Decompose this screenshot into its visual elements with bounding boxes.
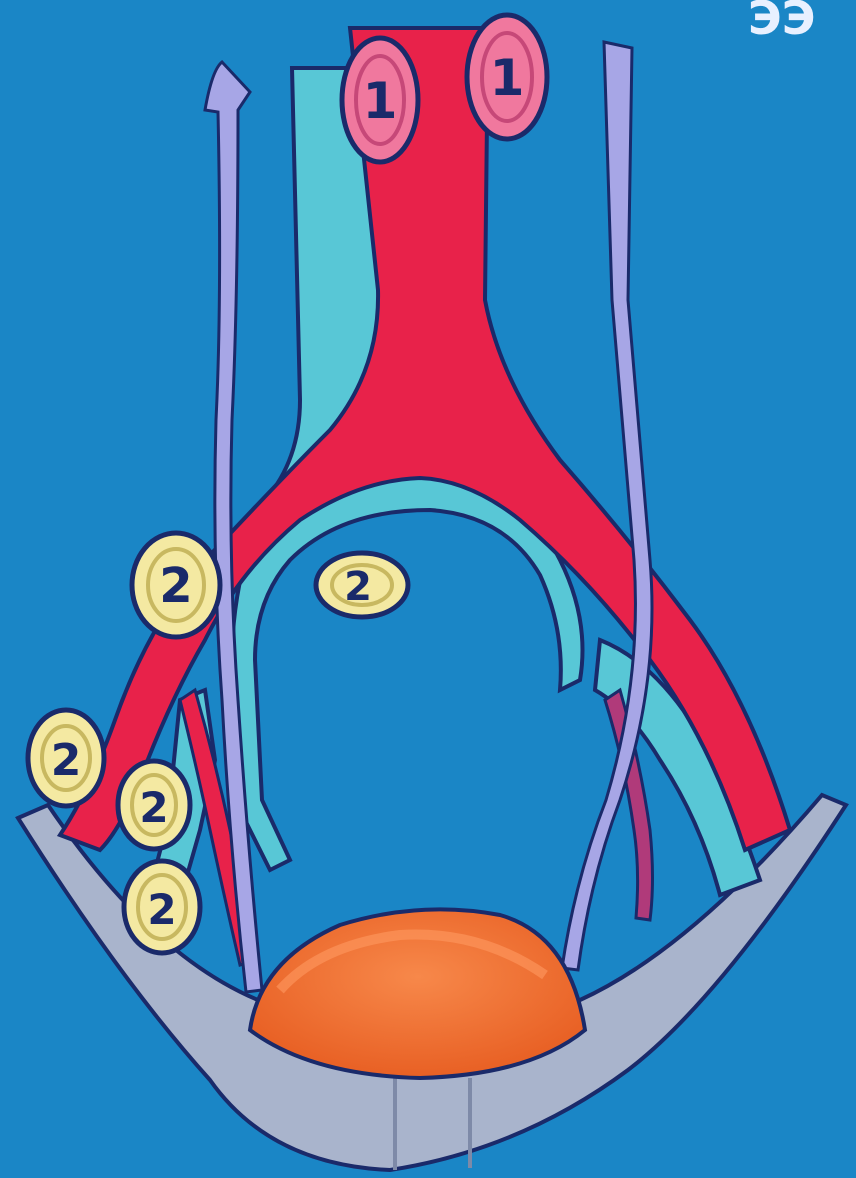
corner-text: ЭЭ	[748, 0, 816, 45]
node-1-right[interactable]: 1	[467, 15, 547, 139]
node-2-obturator-upper[interactable]: 2	[118, 761, 190, 849]
node-1-left-label: 1	[363, 72, 398, 130]
node-2-internal[interactable]: 2	[316, 553, 408, 617]
node-1-left[interactable]: 1	[342, 38, 418, 162]
node-2-common-iliac-label: 2	[159, 558, 192, 614]
node-2-obturator-upper-label: 2	[139, 783, 168, 832]
node-2-external-upper[interactable]: 2	[28, 710, 104, 806]
node-2-external-upper-label: 2	[51, 735, 82, 786]
node-2-obturator-lower-label: 2	[147, 885, 176, 934]
node-2-common-iliac[interactable]: 2	[132, 533, 220, 637]
node-2-internal-label: 2	[344, 564, 372, 610]
node-1-right-label: 1	[490, 49, 525, 107]
node-2-obturator-lower[interactable]: 2	[124, 861, 200, 953]
